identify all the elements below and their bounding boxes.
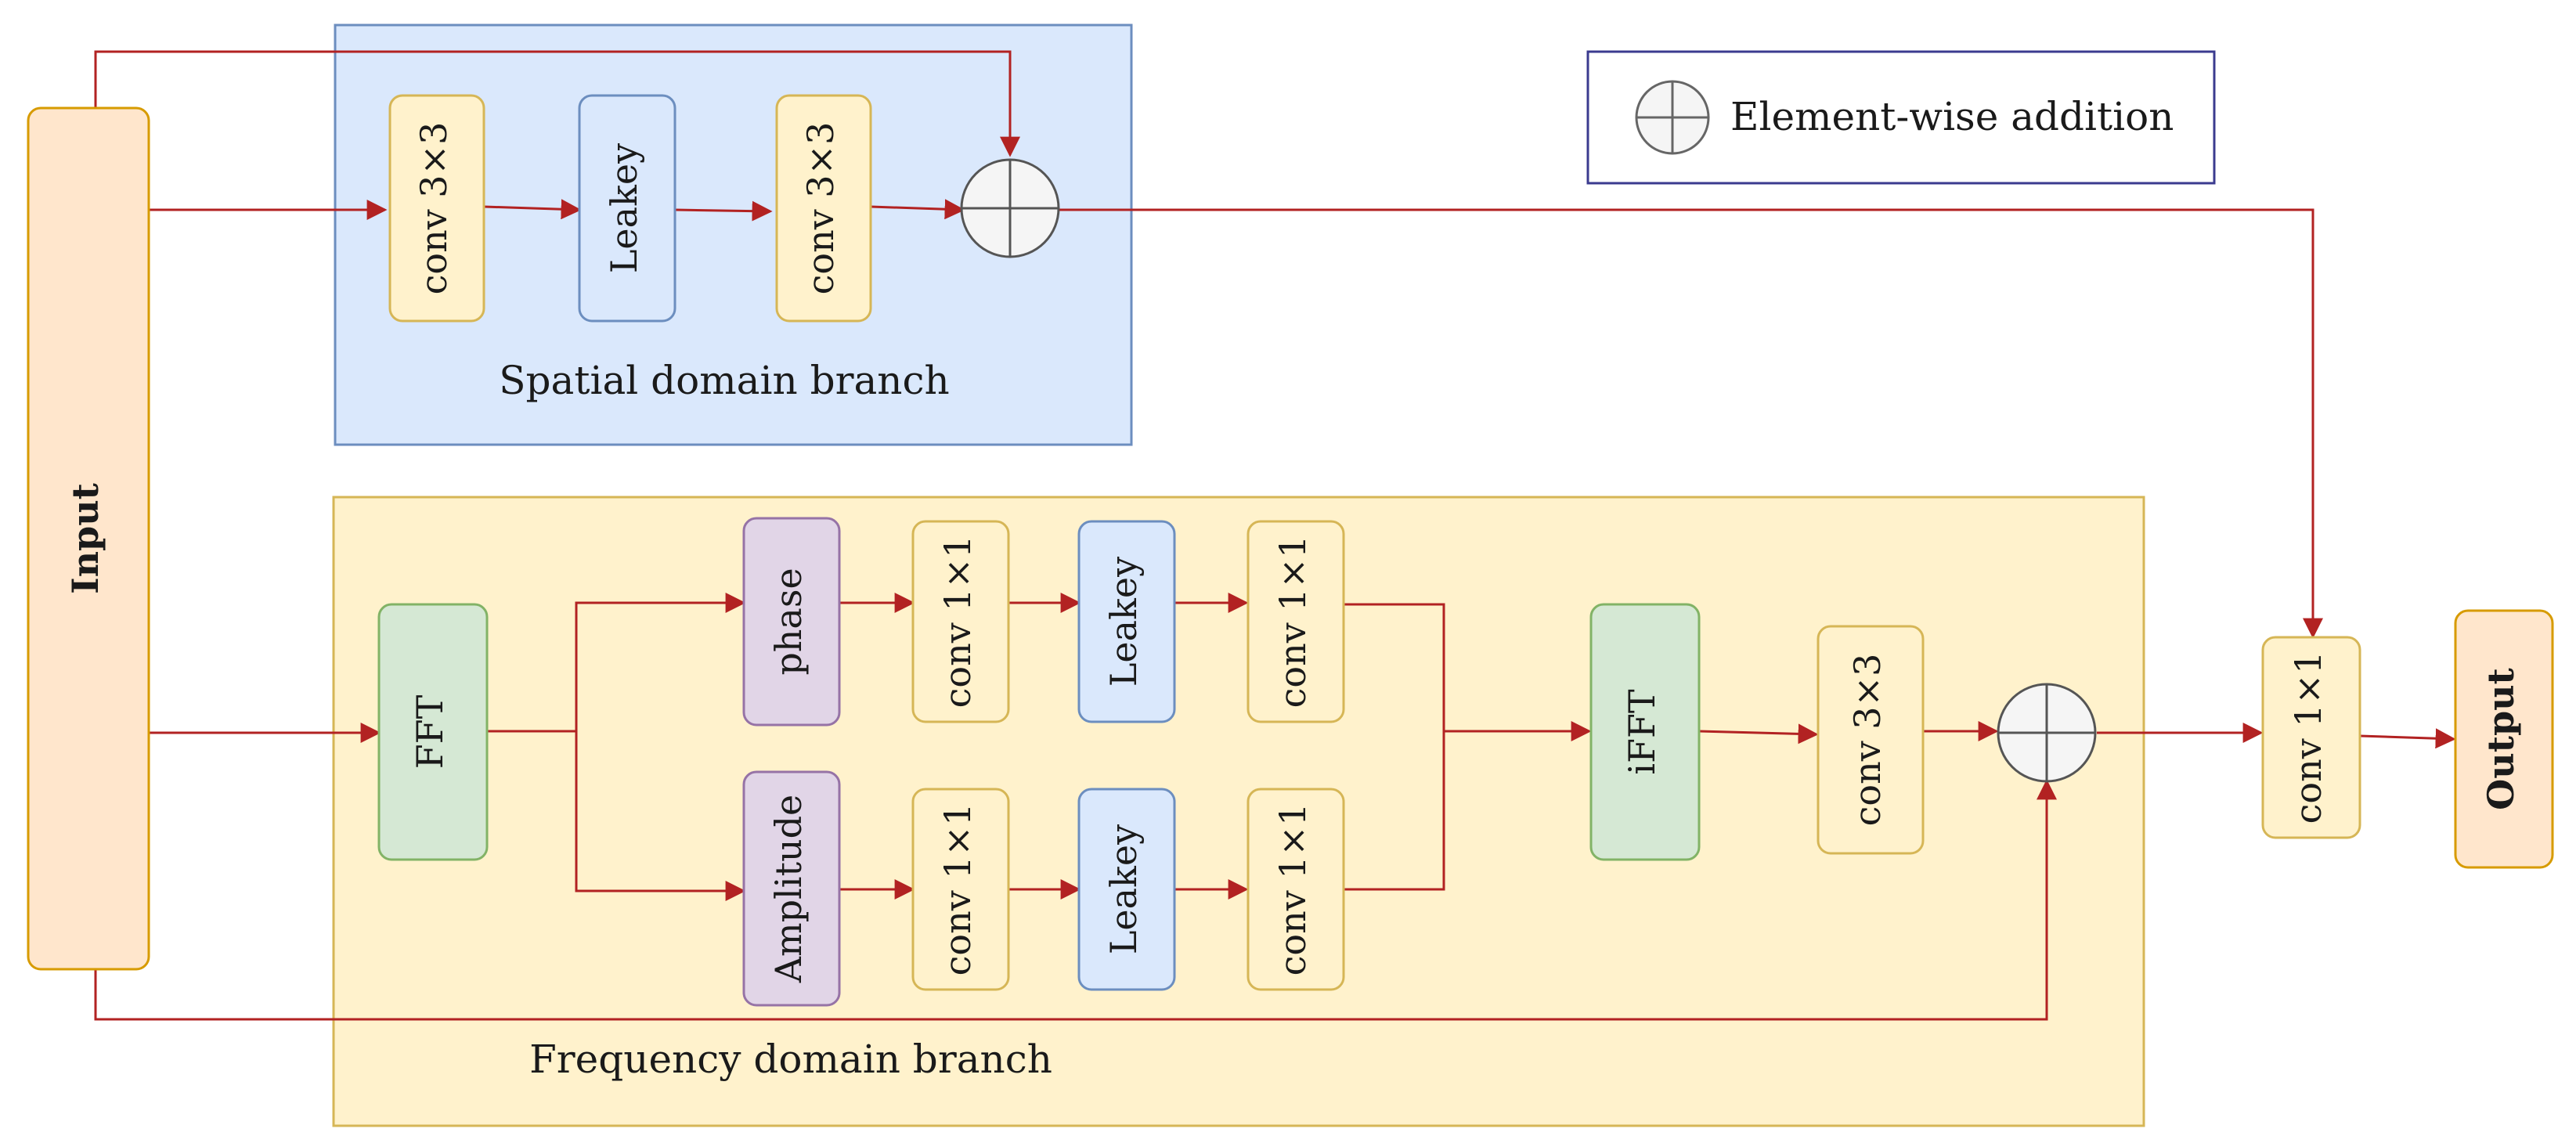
spatial-leaky-block	[578, 94, 676, 323]
input-label: Input	[64, 482, 106, 594]
amp-conv1-label: conv 1×1	[936, 803, 979, 976]
connectors	[94, 50, 2456, 1021]
frequency-addition-icon	[1997, 683, 2097, 783]
phase-leaky-block	[1077, 520, 1176, 723]
final-conv-label: conv 1×1	[2287, 651, 2329, 824]
freq-conv3-label: conv 3×3	[1846, 654, 1889, 827]
arrow-spatial-leaky-to-conv2	[674, 200, 773, 222]
spatial-conv1-block	[388, 94, 485, 323]
spatial-conv2-label: conv 3×3	[799, 122, 842, 295]
arrow-spatial-add-to-final-conv	[1057, 208, 2323, 639]
arrow-ifft-to-conv3	[1698, 723, 1819, 745]
spatial-conv1-label: conv 3×3	[413, 122, 455, 295]
legend-label: Element-wise addition	[1730, 94, 2174, 139]
arrow-fft-to-amplitude	[575, 731, 746, 901]
amplitude-block	[742, 770, 841, 1007]
phase-conv2-label: conv 1×1	[1272, 535, 1314, 709]
spatial-addition-icon	[960, 158, 1060, 258]
input-block	[27, 106, 150, 971]
fft-label: FFT	[409, 694, 451, 769]
spatial-leaky-label: Leakey	[603, 143, 645, 273]
phase-leaky-label: Leakey	[1102, 557, 1145, 687]
arrow-spatial-conv1-to-leaky	[483, 199, 582, 220]
spatial-conv2-block	[775, 94, 872, 323]
amp-conv2-label: conv 1×1	[1272, 803, 1314, 976]
phase-conv1-label: conv 1×1	[936, 535, 979, 709]
phase-label: phase	[767, 568, 810, 675]
arrow-input-skip-to-freq-add	[94, 779, 2057, 1021]
output-label: Output	[2480, 667, 2522, 809]
arrow-amp-merge	[1344, 731, 1445, 891]
arrow-input-skip-to-spatial-add	[94, 50, 1020, 157]
phase-block	[742, 517, 841, 727]
output-block	[2454, 609, 2554, 869]
spatial-branch-title: Spatial domain branch	[499, 358, 949, 403]
arrow-phase-merge	[1344, 603, 1445, 731]
amp-leaky-label: Leakey	[1102, 824, 1145, 954]
final-conv-block	[2261, 636, 2361, 839]
amplitude-label: Amplitude	[767, 795, 810, 984]
phase-conv1-block	[911, 520, 1010, 723]
arrow-final-conv-to-output	[2359, 728, 2456, 749]
amp-conv1-block	[911, 788, 1010, 991]
ifft-block	[1589, 603, 1701, 861]
arrow-fft-to-phase	[487, 593, 746, 733]
amp-conv2-block	[1247, 788, 1345, 991]
arrow-spatial-conv2-to-add	[870, 199, 965, 220]
addition-legend-icon	[1635, 80, 1710, 155]
fft-block	[377, 603, 489, 861]
amp-leaky-block	[1077, 788, 1176, 991]
phase-conv2-block	[1247, 520, 1345, 723]
ifft-label: iFFT	[1621, 689, 1663, 775]
frequency-branch-title: Frequency domain branch	[529, 1037, 1052, 1082]
freq-conv3-block	[1817, 625, 1925, 855]
